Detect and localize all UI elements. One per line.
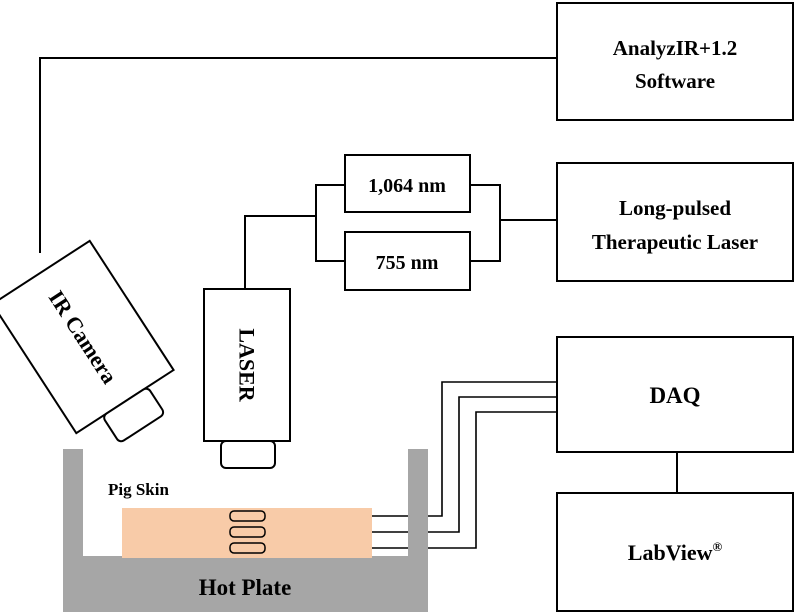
box-1064nm: 1,064 nm bbox=[344, 154, 471, 213]
therapeutic-laser-box: Long-pulsed Therapeutic Laser bbox=[556, 162, 794, 282]
software-label-line1: AnalyzIR+1.2 bbox=[613, 36, 738, 60]
thermocouple-probes bbox=[229, 510, 266, 554]
label-755nm: 755 nm bbox=[376, 252, 439, 274]
thermocouple-probe-3 bbox=[229, 542, 266, 554]
daq-box: DAQ bbox=[556, 336, 794, 453]
ir-camera: IR Camera bbox=[0, 239, 175, 443]
thermocouple-probe-2 bbox=[229, 526, 266, 538]
pig-skin-label: Pig Skin bbox=[108, 480, 169, 499]
ir-camera-lens bbox=[103, 387, 165, 443]
splitter-left-line bbox=[315, 184, 345, 262]
laser-nozzle bbox=[220, 440, 276, 469]
registered-mark: ® bbox=[713, 539, 723, 554]
label-1064nm: 1,064 nm bbox=[368, 175, 446, 197]
therapeutic-label-line1: Long-pulsed bbox=[619, 196, 731, 220]
box-755nm: 755 nm bbox=[344, 231, 471, 291]
connection-lines bbox=[39, 57, 678, 493]
daq-label: DAQ bbox=[649, 383, 700, 408]
labview-label: LabView® bbox=[628, 539, 723, 565]
laser-body bbox=[203, 288, 291, 442]
software-box: AnalyzIR+1.2 Software bbox=[556, 2, 794, 121]
software-label-line2: Software bbox=[635, 69, 715, 93]
splitter-right-line bbox=[470, 184, 501, 262]
laser-label: LASER bbox=[235, 328, 260, 402]
hot-plate-label: Hot Plate bbox=[199, 575, 292, 600]
therapeutic-label-line2: Therapeutic Laser bbox=[592, 230, 758, 254]
hot-plate-tray bbox=[63, 449, 428, 612]
labview-text: LabView bbox=[628, 540, 713, 565]
camera-to-software-line bbox=[39, 57, 557, 253]
laser-to-splitter-line bbox=[244, 215, 316, 289]
labview-box: LabView® bbox=[556, 492, 794, 612]
thermocouple-probe-1 bbox=[229, 510, 266, 522]
laser-device: LASER bbox=[203, 288, 291, 469]
